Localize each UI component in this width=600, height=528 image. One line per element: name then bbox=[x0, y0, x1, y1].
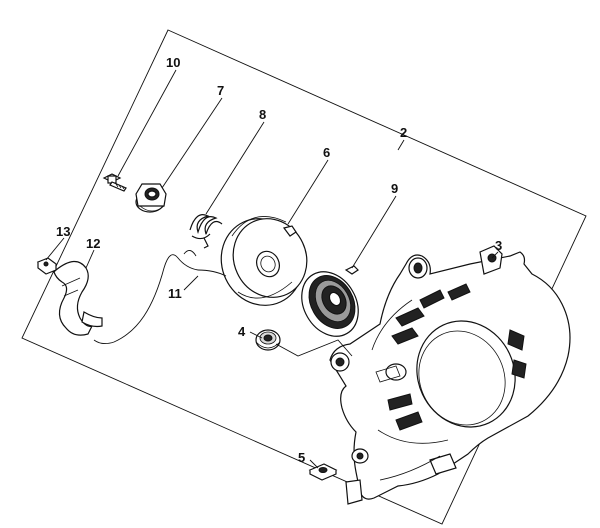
part-7-nut bbox=[135, 183, 167, 213]
leader-6 bbox=[287, 159, 329, 225]
label-9: 9 bbox=[391, 181, 398, 196]
part-9-recoil-spring bbox=[301, 265, 359, 337]
leader-10 bbox=[117, 69, 177, 177]
assembly-boundary bbox=[21, 29, 587, 525]
leader-2 bbox=[397, 139, 405, 151]
label-6: 6 bbox=[323, 145, 330, 160]
part-12-handle bbox=[53, 260, 103, 336]
label-12: 12 bbox=[86, 236, 100, 251]
label-7: 7 bbox=[217, 83, 224, 98]
part-10-screw bbox=[102, 173, 127, 192]
part-6-pulley bbox=[220, 216, 308, 306]
label-3: 3 bbox=[495, 238, 502, 253]
leader-11 bbox=[183, 275, 199, 291]
label-4: 4 bbox=[238, 324, 246, 339]
label-10: 10 bbox=[166, 55, 180, 70]
leader-5 bbox=[309, 459, 319, 469]
leader-13 bbox=[45, 237, 65, 261]
part-11-rope bbox=[93, 250, 227, 345]
leader-9 bbox=[351, 195, 397, 269]
label-5: 5 bbox=[298, 450, 305, 465]
leader-7 bbox=[161, 97, 223, 189]
label-11: 11 bbox=[168, 286, 182, 301]
leader-3 bbox=[491, 251, 499, 259]
label-8: 8 bbox=[259, 107, 266, 122]
part-4-bushing bbox=[255, 329, 281, 351]
label-2: 2 bbox=[400, 125, 407, 140]
leader-4 bbox=[249, 331, 263, 339]
part-8-spring bbox=[189, 214, 223, 249]
leader-12 bbox=[85, 249, 95, 269]
leader-4-ext bbox=[275, 339, 353, 357]
label-13: 13 bbox=[56, 224, 70, 239]
leader-lines bbox=[45, 69, 499, 469]
part-5-square-nut bbox=[308, 463, 338, 481]
callout-labels: 10 7 8 6 2 9 3 13 12 11 4 5 bbox=[56, 55, 502, 465]
part-13-small-nut bbox=[36, 257, 58, 275]
leader-8 bbox=[205, 121, 265, 215]
part-3-starter-housing bbox=[329, 245, 571, 505]
